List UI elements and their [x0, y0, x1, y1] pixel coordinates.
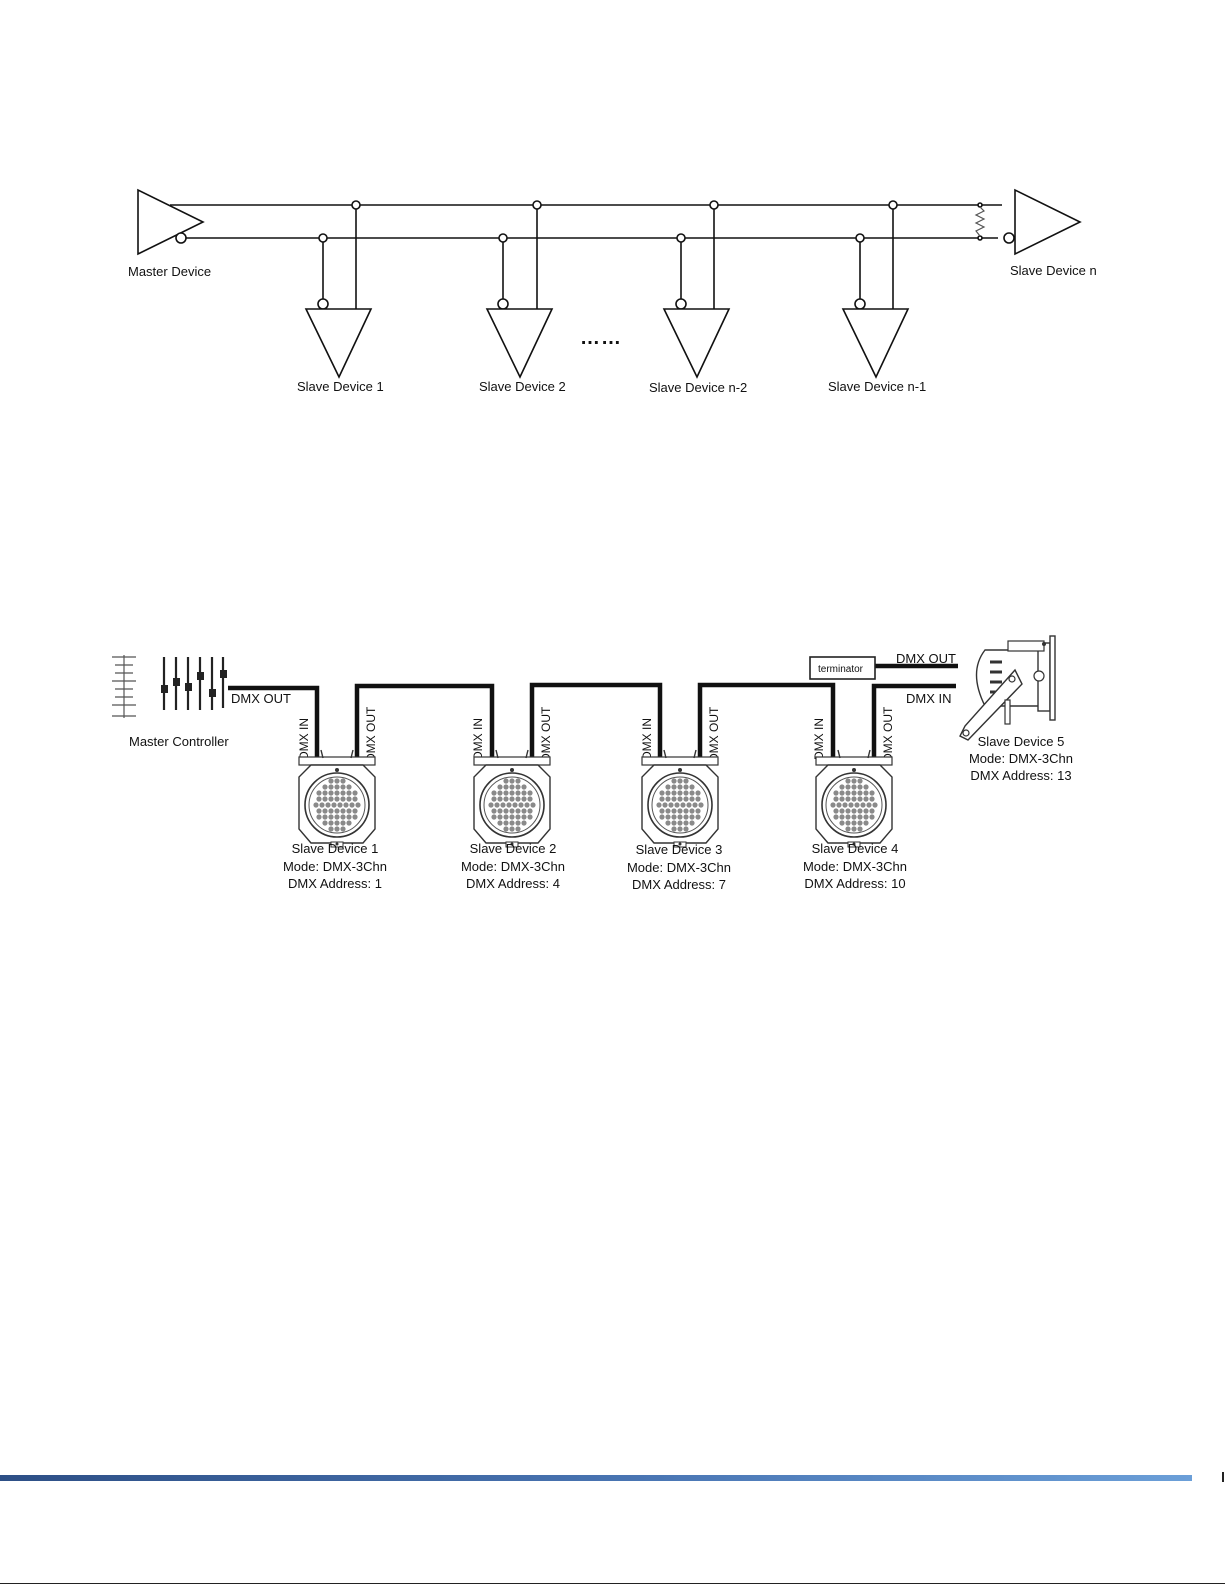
master-controller-label: Master Controller: [129, 734, 229, 749]
controller-dmx-out-label: DMX OUT: [231, 691, 291, 706]
terminator-box: [809, 656, 876, 680]
bus-diagram: Master Device Slave Device n Slave Devic…: [128, 188, 1097, 395]
par-fixture-side-icon: [959, 635, 1056, 741]
device-3-mode: Mode: DMX-3Chn: [627, 860, 731, 875]
device-1-dmx-in-label: DMX IN: [297, 718, 311, 760]
terminator-label: terminator: [818, 664, 864, 675]
device-4-dmx-in-label: DMX IN: [812, 718, 826, 760]
bus-slave-n-2: [662, 200, 731, 379]
device-1-address: DMX Address: 1: [288, 876, 382, 891]
bus-terminator-resistor: [974, 202, 986, 241]
dmx-cable-device-4-to-5: [871, 683, 956, 765]
bus-slave-1: [304, 200, 373, 379]
device-2-address: DMX Address: 4: [466, 876, 560, 891]
bus-slave-n-1: [841, 200, 910, 379]
slave-n-label: Slave Device n: [1010, 263, 1097, 278]
bus-slave-2: [485, 200, 554, 379]
device-4-dmx-out-label: DMX OUT: [881, 706, 895, 762]
dmx-cable-controller-to-device-1: [228, 685, 320, 765]
par-fixture-icon-4: [815, 749, 893, 848]
bus-slave-label-1: Slave Device 1: [297, 379, 384, 394]
footer-accent-bar: [0, 1475, 1192, 1481]
device-1-mode: Mode: DMX-3Chn: [283, 859, 387, 874]
dmx-cable-device-2-to-3: [529, 682, 663, 765]
device-2-mode: Mode: DMX-3Chn: [461, 859, 565, 874]
device-5-dmx-out-label: DMX OUT: [896, 651, 956, 666]
device-1-dmx-out-label: DMX OUT: [364, 706, 378, 762]
device-5-name: Slave Device 5: [978, 734, 1065, 749]
device-5-address: DMX Address: 13: [970, 768, 1071, 783]
device-2-dmx-out-label: DMX OUT: [539, 706, 553, 762]
bus-slave-label-2: Slave Device 2: [479, 379, 566, 394]
device-2-name: Slave Device 2: [470, 841, 557, 856]
device-1-name: Slave Device 1: [292, 841, 379, 856]
slave-n-symbol: [1003, 188, 1082, 256]
footer-edge-mark: [1222, 1472, 1224, 1482]
par-fixture-icon-3: [641, 749, 719, 848]
bus-slave-label-n-1: Slave Device n-1: [828, 379, 926, 394]
par-fixture-icon-1: [298, 749, 376, 848]
dmx-cable-device-3-to-4: [697, 682, 836, 765]
device-3-dmx-in-label: DMX IN: [640, 718, 654, 760]
device-2-dmx-in-label: DMX IN: [471, 718, 485, 760]
device-4-address: DMX Address: 10: [804, 876, 905, 891]
bus-slave-label-n-2: Slave Device n-2: [649, 380, 747, 395]
dmx-cable-device-1-to-2: [354, 683, 495, 765]
master-device-label: Master Device: [128, 264, 211, 279]
device-4-name: Slave Device 4: [812, 841, 899, 856]
device-3-name: Slave Device 3: [636, 842, 723, 857]
device-5-dmx-in-label: DMX IN: [906, 691, 952, 706]
master-controller-icon: [112, 655, 227, 718]
page-bottom-rule: [0, 1583, 1225, 1584]
device-4-mode: Mode: DMX-3Chn: [803, 859, 907, 874]
master-device-symbol: [137, 188, 205, 256]
device-3-dmx-out-label: DMX OUT: [707, 706, 721, 762]
device-3-address: DMX Address: 7: [632, 877, 726, 892]
par-fixture-icon-2: [473, 749, 551, 848]
device-5-mode: Mode: DMX-3Chn: [969, 751, 1073, 766]
bus-ellipsis: ……: [580, 327, 622, 349]
wiring-diagram: Master Controller DMX OUT DMX IN DMX OUT…: [112, 635, 1073, 892]
